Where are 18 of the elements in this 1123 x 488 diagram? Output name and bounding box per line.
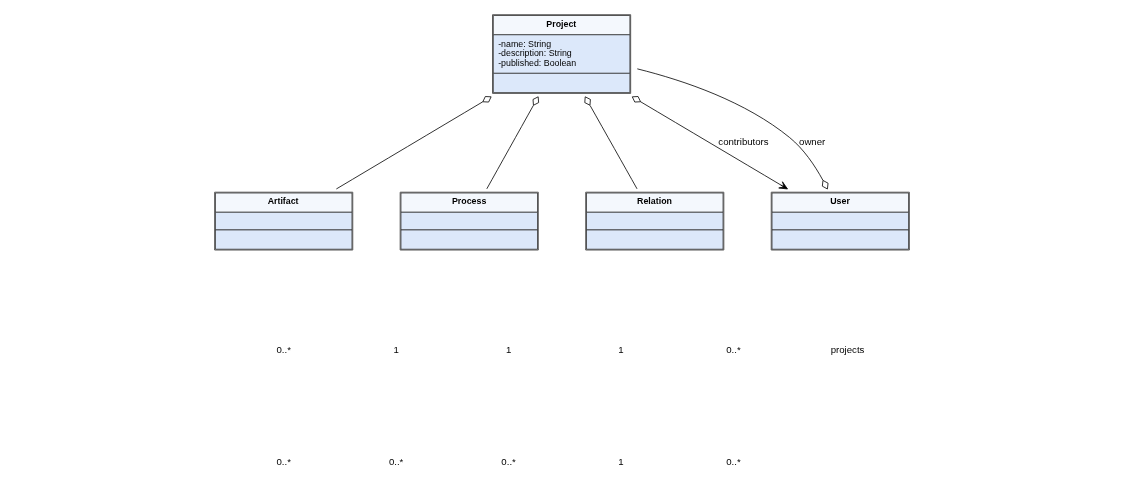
label: projects xyxy=(830,343,864,355)
label: 1 xyxy=(617,343,624,355)
edge-label: owner xyxy=(798,136,825,148)
label: 0..* xyxy=(275,343,291,355)
label: 0..* xyxy=(388,455,403,467)
connector xyxy=(636,68,828,190)
label: 0..* xyxy=(725,455,741,467)
label: 0..* xyxy=(500,455,516,467)
edge-label: contributors xyxy=(717,136,769,148)
connector xyxy=(335,96,491,190)
connector xyxy=(485,96,539,190)
connector xyxy=(583,96,637,190)
label: 1 xyxy=(392,343,399,355)
label: 1 xyxy=(617,455,624,467)
arrow xyxy=(631,96,788,190)
label: 0..* xyxy=(725,343,741,355)
label: 1 xyxy=(505,343,511,355)
label: 0..* xyxy=(275,455,291,467)
